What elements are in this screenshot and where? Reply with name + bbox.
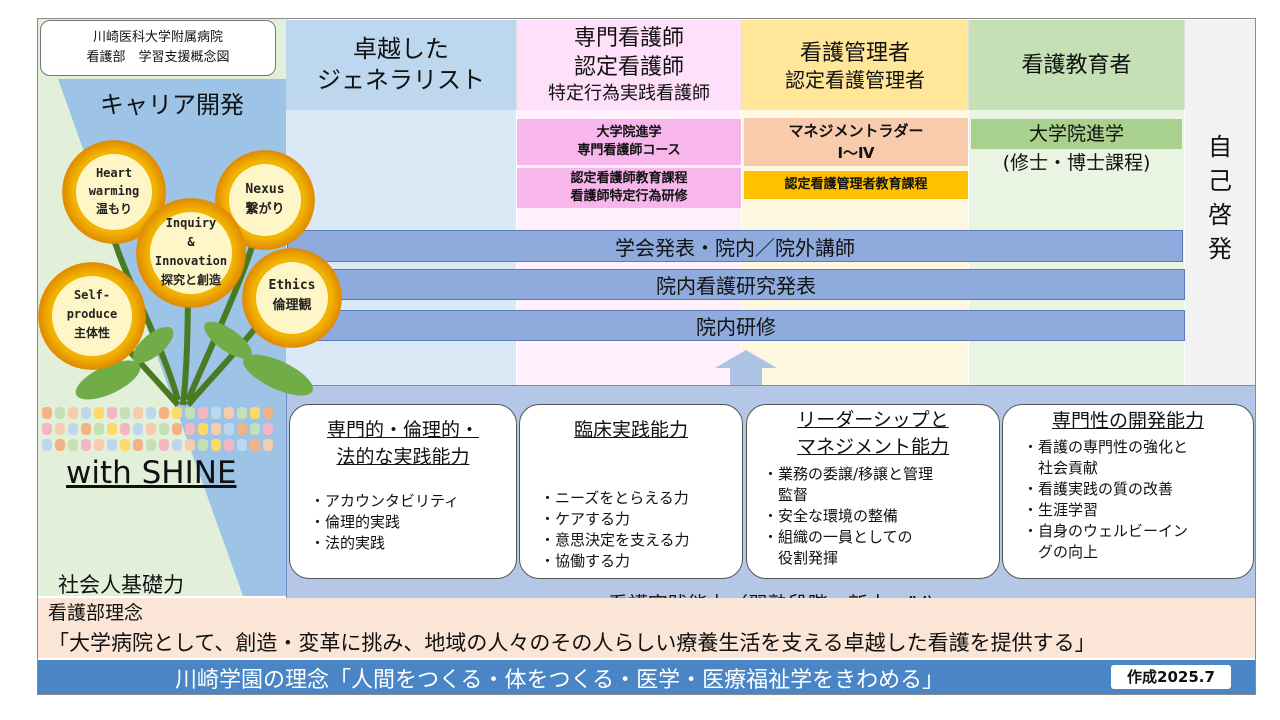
card-development-item: ・自身のウェルビーイン xyxy=(1023,522,1189,540)
card-ethical-item: ・アカウンタビリティ xyxy=(310,492,460,510)
bar-in-hospital-training: 院内研修 xyxy=(287,310,1185,341)
competency-card-clinical: 臨床実践能力 ・ニーズをとらえる力 ・ケアする力 ・意思決定を支える力 ・協働す… xyxy=(519,404,743,579)
column-generalist-head-bg xyxy=(286,20,516,110)
created-date-badge: 作成2025.7 xyxy=(1111,665,1231,689)
certified-program-box: 認定看護師教育課程 看護師特定行為研修 xyxy=(517,168,741,208)
hospital-name: 川崎医科大学附属病院 xyxy=(92,30,223,45)
column-specialist-header: 専門看護師 認定看護師 特定行為実践看護師 xyxy=(517,20,742,110)
column-self-study-bg xyxy=(1185,20,1255,386)
management-ladder-line1: マネジメントラダー xyxy=(788,122,924,140)
colorful-pills-decoration xyxy=(42,407,273,451)
philosophy-text: 「大学病院として、創造・変革に挑み、地域の人々のその人らしい療養生活を支える卓越… xyxy=(48,631,1096,655)
competency-card-development: 専門性の開発能力 ・看護の専門性の強化と 社会貢献 ・看護実践の質の改善 ・生涯… xyxy=(1002,404,1254,579)
card-leadership-item: 監督 xyxy=(763,486,809,504)
flower-self-en1: Self- xyxy=(73,288,111,302)
flower-ethics: Ethics 倫理観 xyxy=(242,248,342,348)
flower-nexus: Nexus 繋がり xyxy=(215,150,315,250)
column-manager-head-bg xyxy=(742,20,968,110)
flower-heartwarming-jp: 温もり xyxy=(95,202,132,216)
management-ladder-box: マネジメントラダー Ⅰ～Ⅳ xyxy=(744,118,968,166)
philosophy-label: 看護部理念 xyxy=(48,602,144,624)
educator-degree-text: (修士・博士課程) xyxy=(1002,152,1151,174)
card-development-item: グの向上 xyxy=(1023,543,1099,561)
flower-self-en2: produce xyxy=(66,307,118,321)
card-clinical-item: ・ニーズをとらえる力 xyxy=(540,489,689,507)
column-educator-header: 看護教育者 xyxy=(969,20,1185,110)
specialist-line3: 特定行為実践看護師 xyxy=(548,83,710,104)
generalist-line2: ジェネラリスト xyxy=(317,66,485,94)
certified-program-line1: 認定看護師教育課程 xyxy=(570,171,688,186)
column-educator-head-bg xyxy=(969,20,1184,110)
card-leadership-item: ・組織の一員としての xyxy=(763,528,913,546)
card-clinical-title: 臨床実践能力 xyxy=(573,419,688,441)
card-leadership-title: リーダーシップと マネジメント能力 xyxy=(796,409,949,458)
upward-arrow-icon xyxy=(715,350,777,390)
column-specialist-head-bg xyxy=(517,20,741,110)
flower-heartwarming-en2: warming xyxy=(88,184,140,198)
card-development-item: ・看護実践の質の改善 xyxy=(1023,480,1174,498)
card-leadership-item: ・業務の委譲/移譲と管理 xyxy=(763,465,934,483)
self-study-label: 自己啓発 xyxy=(1208,133,1232,263)
specialist-line2: 認定看護師 xyxy=(573,55,684,80)
diagram-title: 看護部 学習支援概念図 xyxy=(86,50,230,65)
gakuen-band xyxy=(38,660,1255,694)
card-leadership-item: ・安全な環境の整備 xyxy=(763,507,899,525)
flower-self-jp: 主体性 xyxy=(73,326,110,340)
certified-program-line2: 看護師特定行為研修 xyxy=(570,189,688,204)
flower-inquiry-en1: Inquiry xyxy=(165,216,217,230)
flower-heartwarming-en1: Heart xyxy=(95,166,133,180)
flower-ethics-jp: 倫理観 xyxy=(272,298,312,313)
educator-grad-school-box: 大学院進学 xyxy=(971,119,1182,149)
cns-program-line1: 大学院進学 xyxy=(596,125,662,140)
card-ethical-title: 専門的・倫理的・ 法的な実践能力 xyxy=(326,419,479,468)
competency-card-leadership: リーダーシップと マネジメント能力 ・業務の委譲/移譲と管理 監督 ・安全な環境… xyxy=(746,404,1000,579)
card-development-item: 社会貢献 xyxy=(1023,459,1099,477)
flower-self-produce: Self- produce 主体性 xyxy=(38,262,146,370)
card-ethical-item: ・法的実践 xyxy=(310,534,386,552)
with-shine-label: with SHINE xyxy=(66,455,237,491)
flower-inquiry-en3: Innovation xyxy=(154,254,228,268)
card-clinical-item: ・協働する力 xyxy=(540,552,631,570)
cns-program-box: 大学院進学 専門看護師コース xyxy=(517,119,741,165)
hospital-title-box: 川崎医科大学附属病院 看護部 学習支援概念図 xyxy=(40,20,276,76)
flower-inquiry-en2: & xyxy=(187,235,195,249)
manager-line2: 認定看護管理者 xyxy=(785,67,925,92)
philosophy-band xyxy=(38,598,1255,658)
manager-line1: 看護管理者 xyxy=(799,40,910,66)
specialist-line1: 専門看護師 xyxy=(573,26,684,51)
column-generalist-header: 卓越した ジェネラリスト xyxy=(286,20,517,110)
management-ladder-line2: Ⅰ～Ⅳ xyxy=(837,144,875,162)
card-development-title: 専門性の開発能力 xyxy=(1051,410,1204,432)
gakuen-philosophy-text: 川崎学園の理念「人間をつくる・体をつくる・医学・医療福祉学をきわめる」 xyxy=(175,668,945,693)
column-manager-header: 看護管理者 認定看護管理者 xyxy=(742,20,969,110)
card-ethical-item: ・倫理的実践 xyxy=(310,513,401,531)
career-development-label: キャリア開発 xyxy=(100,91,244,119)
competency-card-ethical: 専門的・倫理的・ 法的な実践能力 ・アカウンタビリティ ・倫理的実践 ・法的実践 xyxy=(289,404,517,579)
bar-nursing-research: 院内看護研究発表 xyxy=(287,269,1185,300)
flower-nexus-en1: Nexus xyxy=(245,182,285,197)
card-leadership-item: 役割発揮 xyxy=(763,549,839,567)
generalist-line1: 卓越した xyxy=(353,35,449,63)
social-basic-skills-label: 社会人基礎力 xyxy=(58,573,184,597)
card-development-item: ・生涯学習 xyxy=(1023,501,1099,519)
bar-conference-lecturer: 学会発表・院内／院外講師 xyxy=(287,230,1183,262)
card-clinical-item: ・ケアする力 xyxy=(540,510,631,528)
certified-manager-course-box: 認定看護管理者教育課程 xyxy=(744,171,968,199)
flower-inquiry-jp: 探究と創造 xyxy=(160,273,221,287)
flower-nexus-jp: 繋がり xyxy=(245,202,285,217)
cns-program-line2: 専門看護師コース xyxy=(577,143,681,158)
flower-ethics-en1: Ethics xyxy=(268,278,316,293)
flower-inquiry-innovation: Inquiry & Innovation 探究と創造 xyxy=(136,198,246,308)
card-development-item: ・看護の専門性の強化と xyxy=(1023,438,1189,456)
educator-line1: 看護教育者 xyxy=(1021,52,1132,78)
card-clinical-item: ・意思決定を支える力 xyxy=(540,531,690,549)
